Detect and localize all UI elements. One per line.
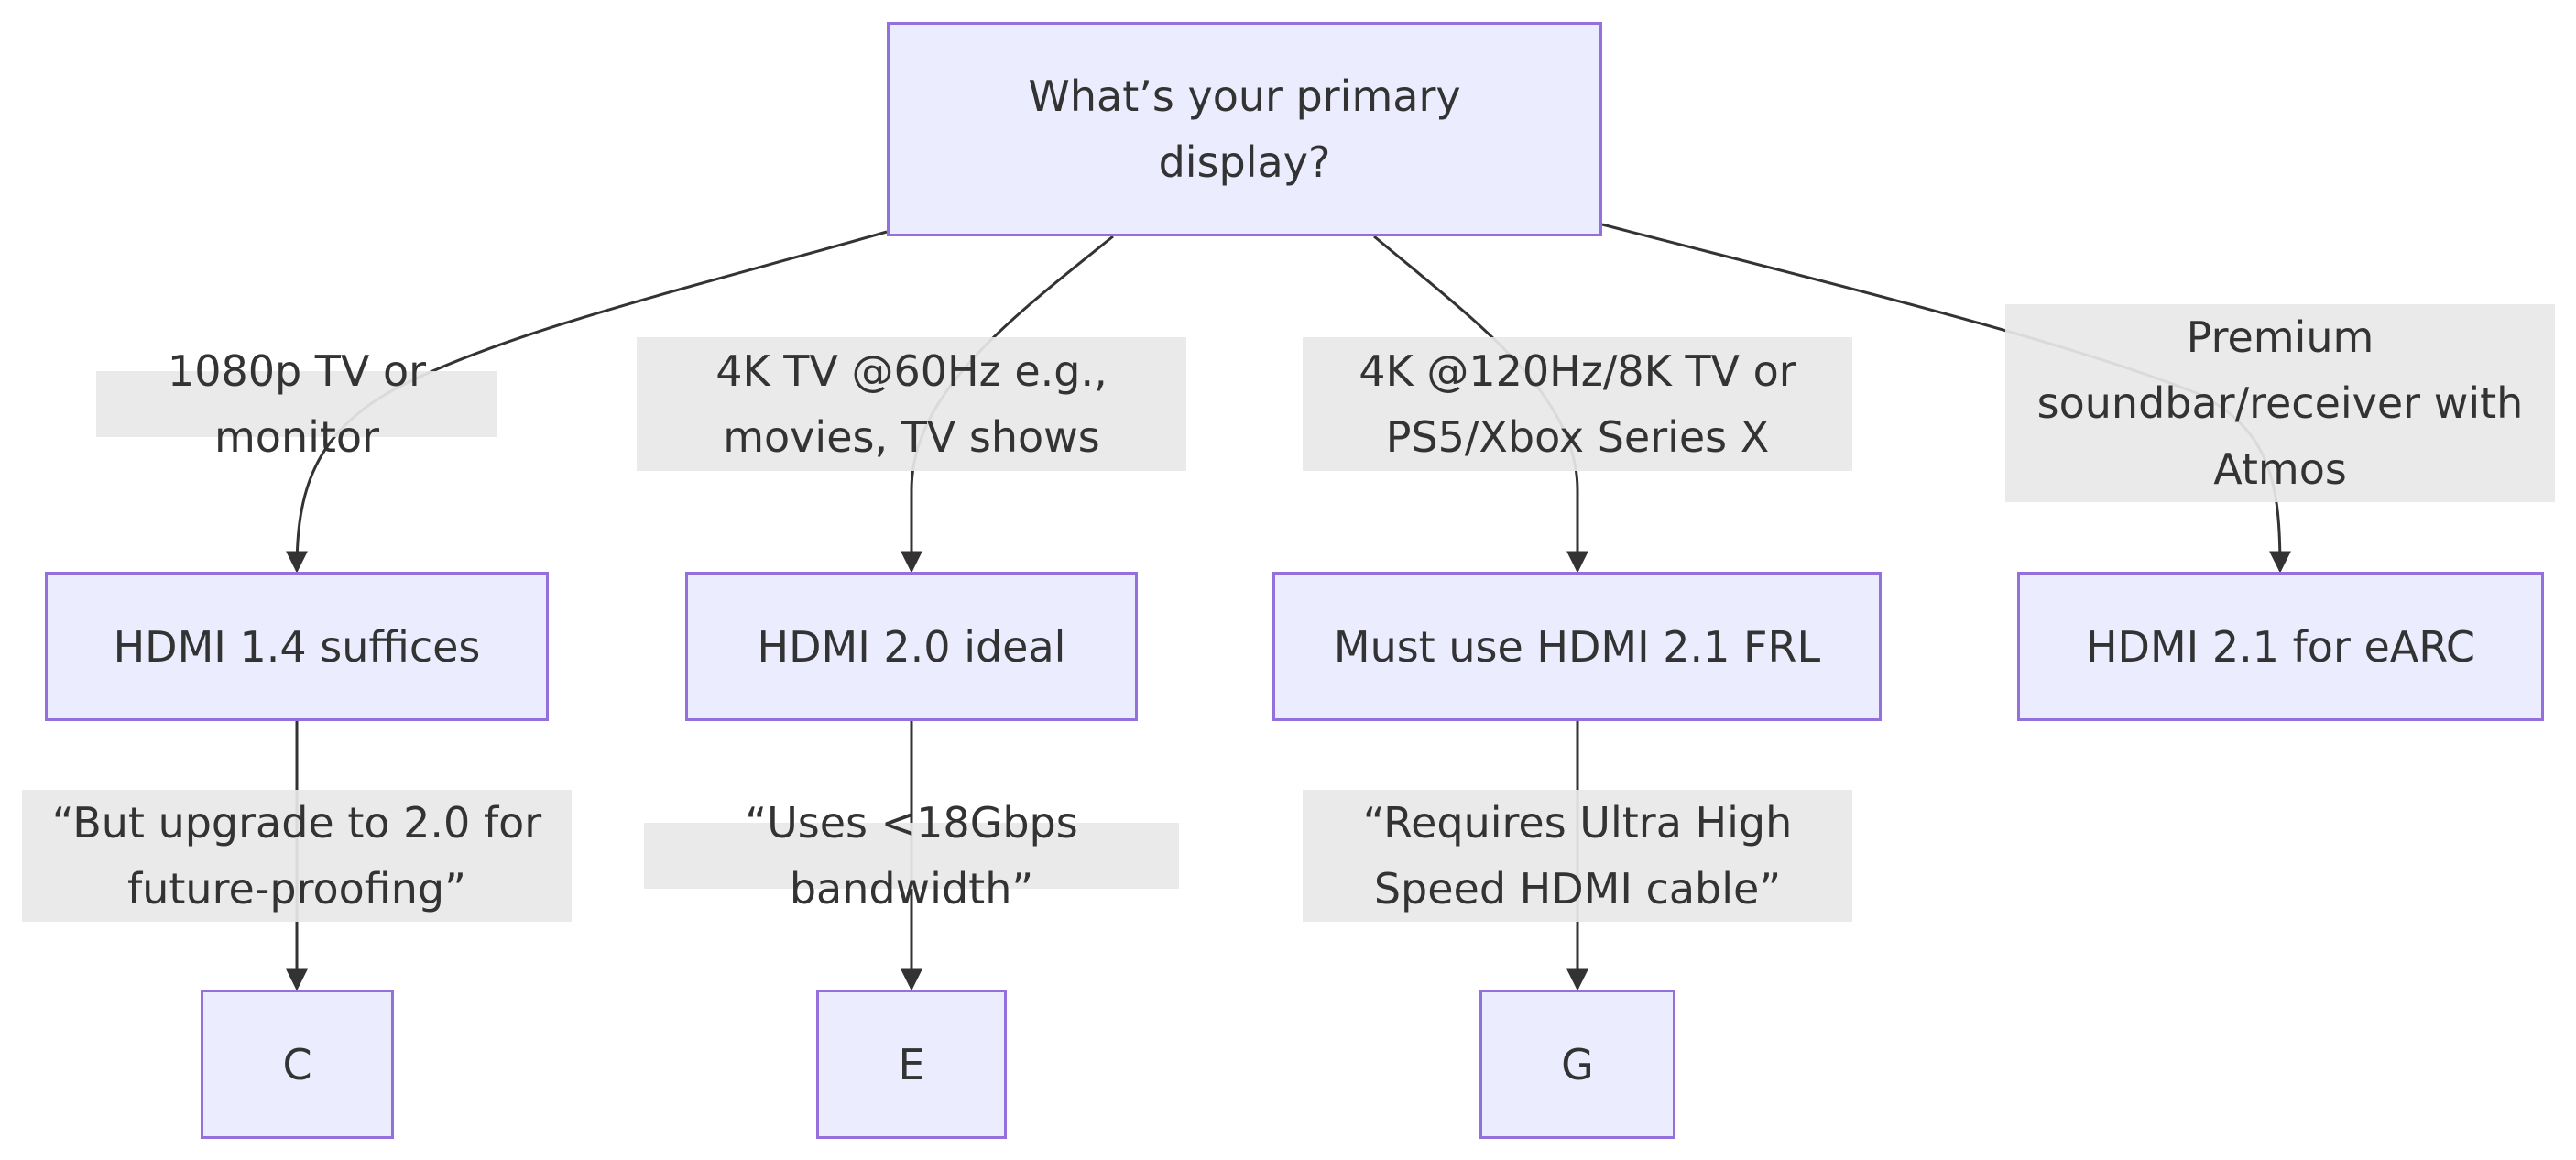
edge-label-4k60-text: 4K TV @60Hz e.g., movies, TV shows — [715, 346, 1108, 462]
node-hdmi-1-4: HDMI 1.4 suffices — [45, 572, 549, 721]
node-e-text: E — [898, 1039, 925, 1089]
node-g: G — [1479, 990, 1675, 1139]
node-c-text: C — [282, 1039, 312, 1089]
edge-label-bandwidth-text: “Uses <18Gbps bandwidth” — [745, 798, 1078, 914]
node-hdmi-2-1-frl-text: Must use HDMI 2.1 FRL — [1333, 621, 1821, 672]
edge-label-upgrade: “But upgrade to 2.0 for future-proofing” — [22, 790, 572, 922]
edge-label-soundbar: Premium soundbar/receiver with Atmos — [2005, 304, 2555, 502]
edge-label-bandwidth: “Uses <18Gbps bandwidth” — [644, 798, 1179, 914]
node-primary-display: What’s your primary display? — [887, 22, 1602, 236]
edge-label-cable: “Requires Ultra High Speed HDMI cable” — [1303, 790, 1852, 922]
edge-label-4k60: 4K TV @60Hz e.g., movies, TV shows — [637, 337, 1186, 471]
node-hdmi-2-1-earc: HDMI 2.1 for eARC — [2017, 572, 2544, 721]
node-hdmi-2-0: HDMI 2.0 ideal — [685, 572, 1138, 721]
node-hdmi-2-1-frl: Must use HDMI 2.1 FRL — [1272, 572, 1882, 721]
node-primary-display-text: What’s your primary display? — [1028, 71, 1461, 187]
edge-label-soundbar-text: Premium soundbar/receiver with Atmos — [2036, 312, 2524, 494]
edge-root-to-hdmi14 — [286, 230, 888, 574]
edge-label-upgrade-text: “But upgrade to 2.0 for future-proofing” — [51, 798, 542, 914]
node-hdmi-2-0-text: HDMI 2.0 ideal — [757, 621, 1066, 672]
edge-label-4k120-text: 4K @120Hz/8K TV or PS5/Xbox Series X — [1359, 346, 1796, 462]
node-e: E — [816, 990, 1007, 1139]
edge-label-1080p-text: 1080p TV or monitor — [167, 346, 427, 462]
node-g-text: G — [1561, 1039, 1594, 1089]
edge-label-4k120: 4K @120Hz/8K TV or PS5/Xbox Series X — [1303, 337, 1852, 471]
edge-label-cable-text: “Requires Ultra High Speed HDMI cable” — [1362, 798, 1793, 914]
edge-label-1080p: 1080p TV or monitor — [96, 346, 497, 462]
node-hdmi-2-1-earc-text: HDMI 2.1 for eARC — [2085, 621, 2476, 672]
node-hdmi-1-4-text: HDMI 1.4 suffices — [113, 621, 481, 672]
node-c: C — [201, 990, 394, 1139]
